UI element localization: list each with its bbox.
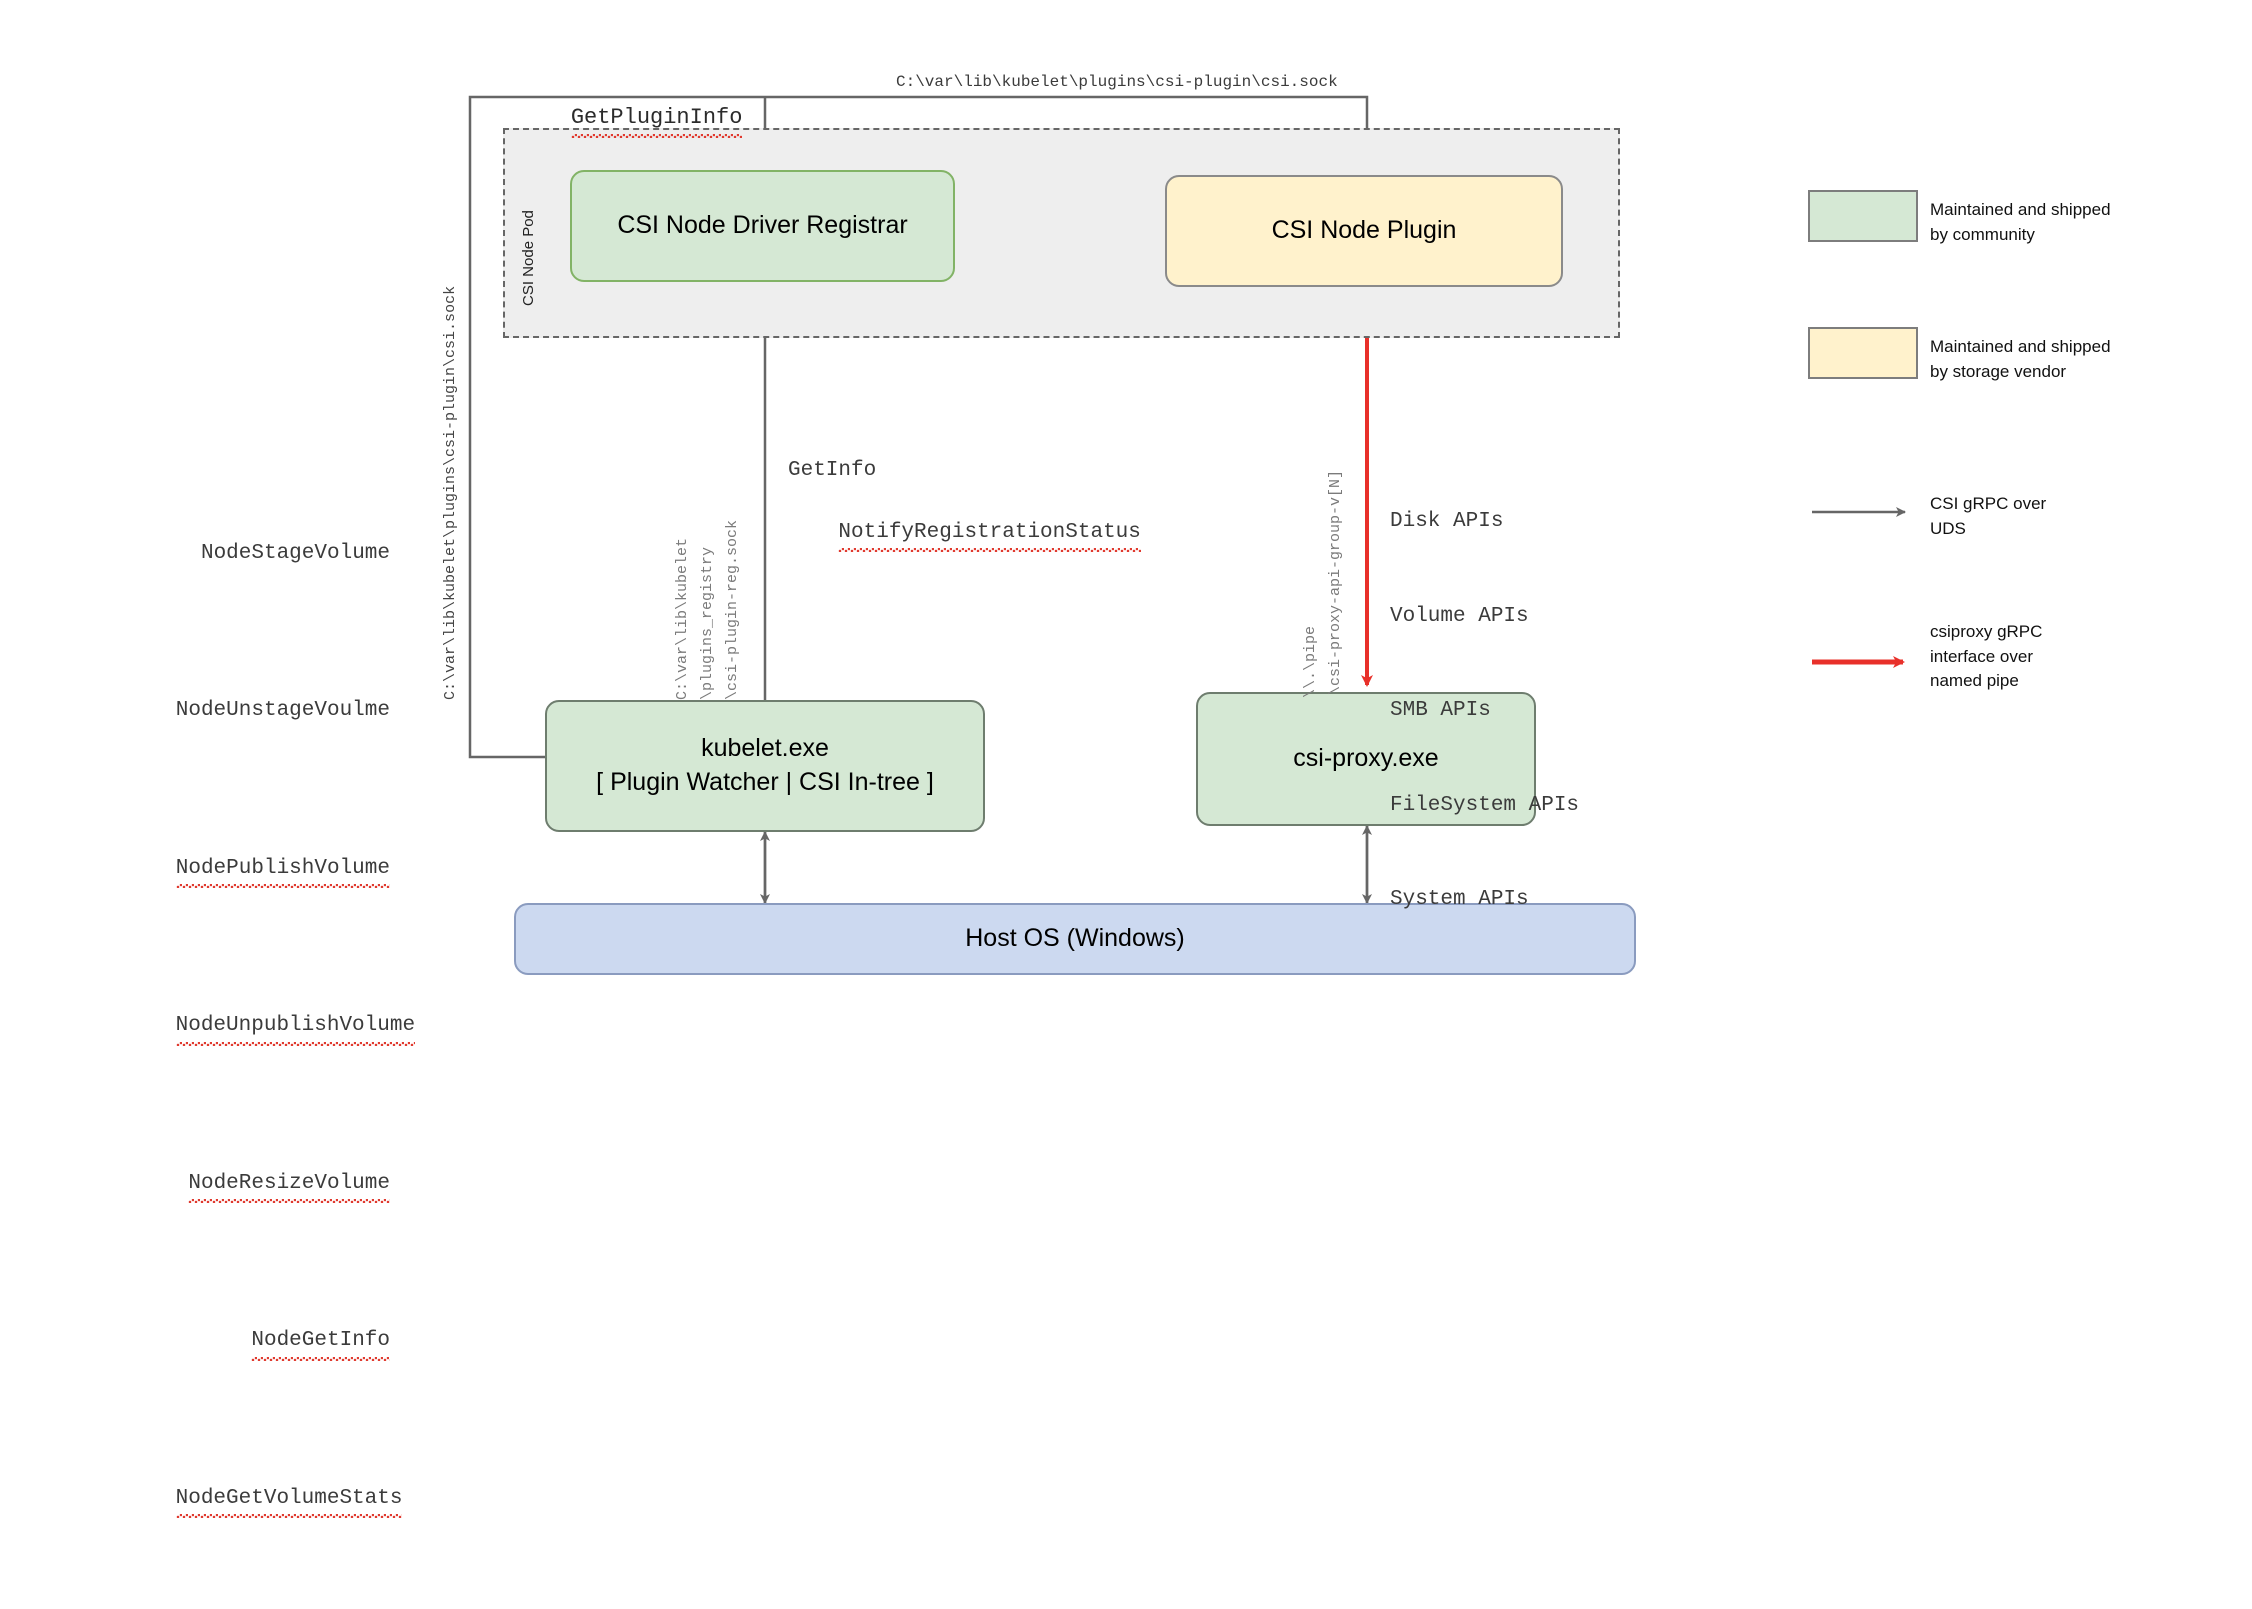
proxy-api-group-list: Disk APIs Volume APIs SMB APIs FileSyste…	[1390, 443, 1579, 979]
node-host-os[interactable]: Host OS (Windows)	[514, 903, 1636, 975]
node-csi-node-plugin-label: CSI Node Plugin	[1271, 216, 1457, 245]
legend-label-csi-grpc-uds: CSI gRPC over UDS	[1930, 494, 2047, 538]
node-service-call-item: NodeStageVolume	[100, 506, 390, 601]
node-kubelet-exe[interactable]: kubelet.exe [ Plugin Watcher | CSI In-tr…	[545, 700, 985, 832]
node-service-call-item: NodeUnstageVoulme	[100, 664, 390, 759]
node-csi-proxy-exe-label: csi-proxy.exe	[1293, 744, 1439, 773]
node-csi-node-driver-registrar[interactable]: CSI Node Driver Registrar	[570, 170, 955, 282]
legend-swatch-community	[1808, 190, 1918, 242]
node-service-call-label: NodeUnstageVoulme	[175, 699, 390, 722]
label-plugins-registry-sock-line1: C:\var\lib\kubelet	[674, 537, 691, 700]
label-csi-sock-left: C:\var\lib\kubelet\plugins\csi-plugin\cs…	[442, 285, 459, 700]
label-get-plugin-info-text: GetPluginInfo	[570, 101, 742, 138]
node-csi-proxy-exe[interactable]: csi-proxy.exe	[1196, 692, 1536, 826]
node-service-call-label: NodeGetVolumeStats	[175, 1483, 402, 1518]
node-host-os-label: Host OS (Windows)	[965, 924, 1185, 953]
label-csi-sock-top: C:\var\lib\kubelet\plugins\csi-plugin\cs…	[896, 73, 1338, 91]
node-service-call-item: NodeGetVolumeStats	[100, 1451, 402, 1546]
label-named-pipe-line2: \csi-proxy-api-group-v[N]	[1327, 469, 1344, 695]
node-service-call-label: NodeResizeVolume	[188, 1168, 390, 1203]
node-service-call-list: NodeStageVolume NodeUnstageVoulme NodePu…	[100, 443, 416, 1609]
label-plugins-registry-sock-line2: \plugins_registry	[699, 546, 716, 700]
proxy-api-group-item: System APIs	[1390, 888, 1529, 911]
node-csi-node-plugin[interactable]: CSI Node Plugin	[1165, 175, 1563, 287]
node-csi-node-driver-registrar-label: CSI Node Driver Registrar	[617, 211, 908, 240]
proxy-api-group-item: FileSystem APIs	[1390, 793, 1580, 817]
node-service-call-label: NodeGetInfo	[251, 1325, 390, 1360]
label-get-info: GetInfo	[788, 459, 877, 482]
node-service-call-item: NodeResizeVolume	[100, 1136, 390, 1231]
node-kubelet-exe-label-line1: kubelet.exe	[701, 734, 829, 763]
legend-label-storage-vendor: Maintained and shipped by storage vendor	[1930, 337, 2111, 381]
proxy-api-group-item: Disk APIs	[1390, 510, 1504, 533]
label-get-plugin-info: GetPluginInfo	[518, 68, 742, 167]
legend-swatch-storage-vendor	[1808, 327, 1918, 379]
node-service-call-label: NodeUnpublishVolume	[175, 1010, 416, 1045]
label-notify-registration-status-text: NotifyRegistrationStatus	[838, 517, 1142, 552]
label-plugins-registry-sock-line3: \csi-plugin-reg.sock	[724, 519, 741, 700]
node-kubelet-exe-label-line2: [ Plugin Watcher | CSI In-tree ]	[596, 768, 934, 796]
node-service-call-item: NodePublishVolume	[100, 821, 391, 916]
label-named-pipe-line1: \\.\pipe	[1302, 625, 1319, 698]
node-service-call-label: NodePublishVolume	[175, 853, 391, 888]
legend-label-csiproxy-grpc-named-pipe: csiproxy gRPC interface over named pipe	[1930, 622, 2043, 691]
proxy-api-group-item: SMB APIs	[1390, 699, 1491, 722]
label-notify-registration-status: NotifyRegistrationStatus	[788, 485, 1142, 580]
proxy-api-group-item: Volume APIs	[1390, 604, 1529, 628]
csi-node-pod-label: CSI Node Pod	[520, 210, 537, 306]
legend-label-community: Maintained and shipped by community	[1930, 200, 2111, 244]
diagram-canvas: CSI Node Pod CSI Node Driver Registrar C…	[175, 68, 2111, 1518]
node-service-call-item: NodeGetInfo	[100, 1294, 390, 1389]
node-service-call-label: NodeStageVolume	[200, 541, 390, 565]
node-service-call-item: NodeUnpublishVolume	[100, 979, 416, 1074]
